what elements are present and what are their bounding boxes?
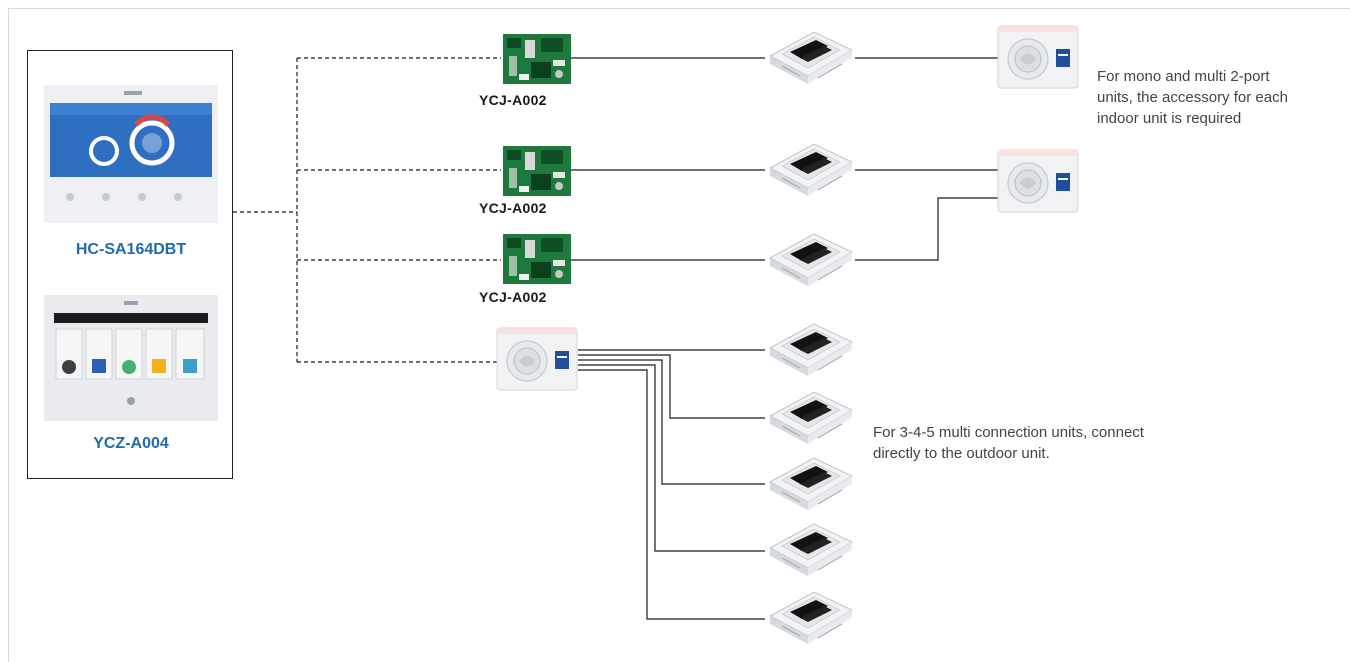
indoor-unit-5 bbox=[769, 391, 853, 445]
dashed-bus bbox=[233, 57, 501, 363]
indoor-unit-1 bbox=[769, 31, 853, 85]
interface-pcb-1 bbox=[503, 34, 571, 84]
wired-controller-image bbox=[44, 85, 218, 223]
interface-label-1: YCJ-A002 bbox=[479, 92, 547, 108]
outdoor-unit-mono bbox=[997, 25, 1079, 89]
diagram-frame bbox=[8, 8, 1350, 662]
touch-controller-image bbox=[44, 295, 218, 421]
controller-label-1: HC-SA164DBT bbox=[75, 241, 187, 258]
interface-label-3: YCJ-A002 bbox=[479, 289, 547, 305]
indoor-unit-3 bbox=[769, 233, 853, 287]
note-mono-line-2: units, the accessory for each bbox=[1097, 89, 1288, 106]
note-mono-line-3: indoor unit is required bbox=[1097, 110, 1242, 127]
outdoor-unit-multi5 bbox=[496, 327, 578, 391]
indoor-unit-8 bbox=[769, 591, 853, 645]
note-mono-line-1: For mono and multi 2-port bbox=[1097, 68, 1270, 85]
indoor-unit-6 bbox=[769, 457, 853, 511]
interface-label-2: YCJ-A002 bbox=[479, 200, 547, 216]
interface-pcb-2 bbox=[503, 146, 571, 196]
outdoor-unit-multi2 bbox=[997, 149, 1079, 213]
indoor-unit-7 bbox=[769, 523, 853, 577]
controller-panel: HC-SA164DBT YCZ-A004 bbox=[27, 50, 233, 479]
note-multi-line-1: For 3-4-5 multi connection units, connec… bbox=[873, 424, 1144, 441]
note-mono-multi2: For mono and multi 2-port units, the acc… bbox=[1097, 66, 1288, 129]
note-multi-line-2: directly to the outdoor unit. bbox=[873, 445, 1050, 462]
controller-label-2: YCZ-A004 bbox=[93, 435, 169, 452]
indoor-unit-4 bbox=[769, 323, 853, 377]
solid-wiring bbox=[570, 57, 998, 620]
interface-pcb-3 bbox=[503, 234, 571, 284]
indoor-unit-2 bbox=[769, 143, 853, 197]
note-multi-connection: For 3-4-5 multi connection units, connec… bbox=[873, 422, 1144, 464]
